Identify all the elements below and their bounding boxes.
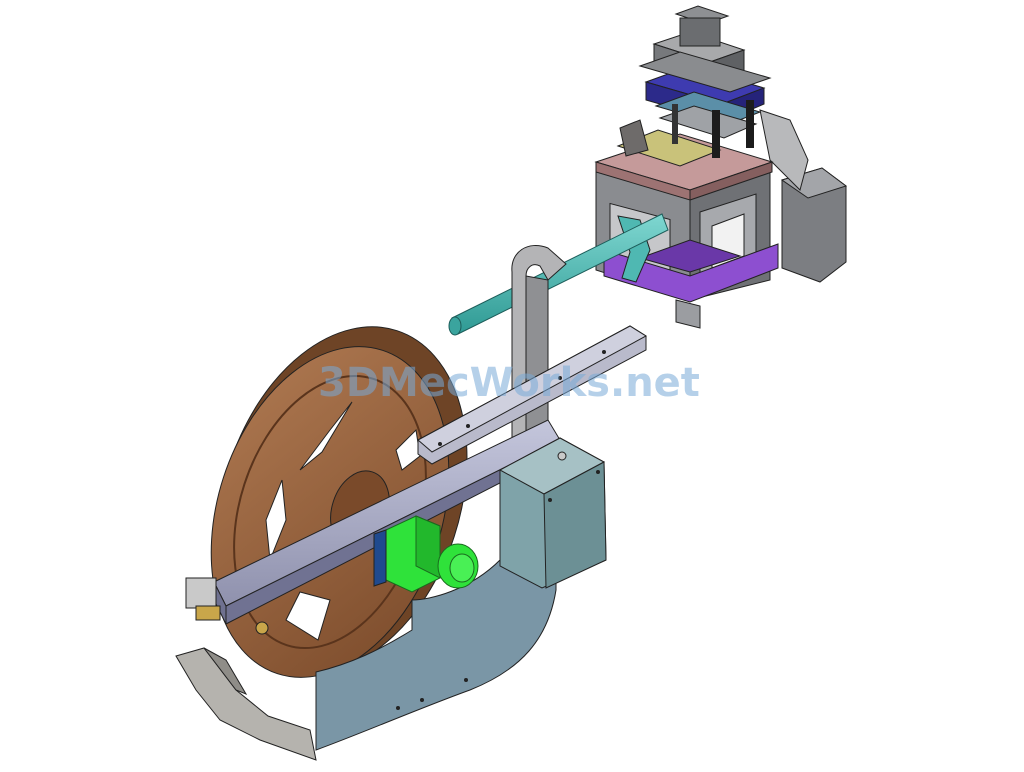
press-station	[594, 5, 848, 329]
press-base-plate	[603, 243, 779, 303]
feed-tube	[448, 213, 669, 336]
cable-gland	[557, 451, 567, 461]
spool-window	[299, 401, 353, 471]
spool-window	[285, 591, 331, 641]
spool-window	[265, 479, 287, 561]
base-panel	[315, 439, 557, 751]
press-chute	[759, 109, 809, 191]
drive-motor	[373, 515, 479, 593]
electrical-enclosure	[498, 437, 607, 589]
catch-tray	[175, 647, 317, 761]
